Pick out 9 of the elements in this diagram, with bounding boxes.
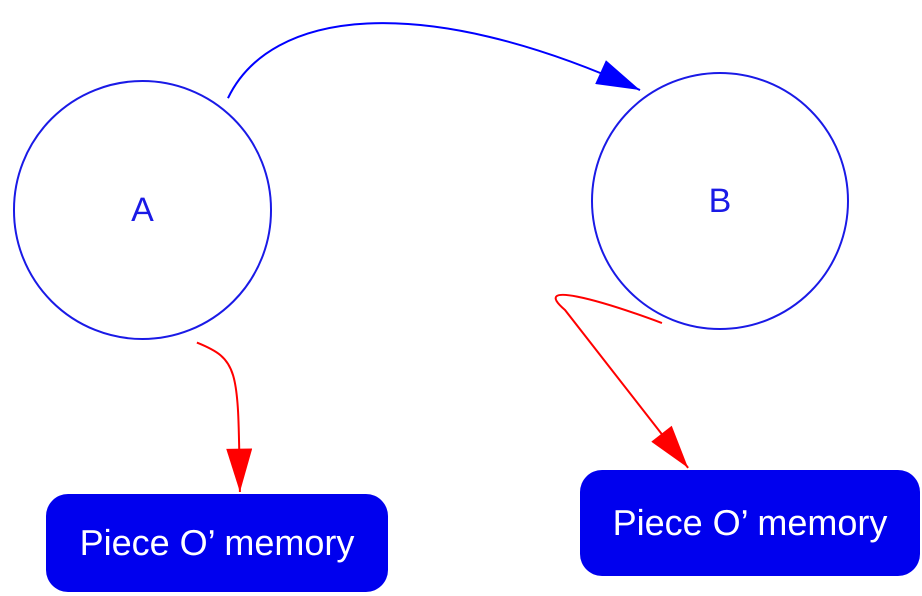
memory-box: [46, 494, 388, 592]
arrow: [555, 294, 689, 468]
arrow: [196, 342, 252, 492]
memory-box: [580, 470, 920, 576]
node-label: Piece O’ memory: [612, 501, 888, 545]
node-label: A: [131, 190, 154, 230]
arrow: [227, 22, 640, 99]
node-label: B: [708, 180, 732, 222]
node-label: Piece O’ memory: [80, 521, 354, 565]
